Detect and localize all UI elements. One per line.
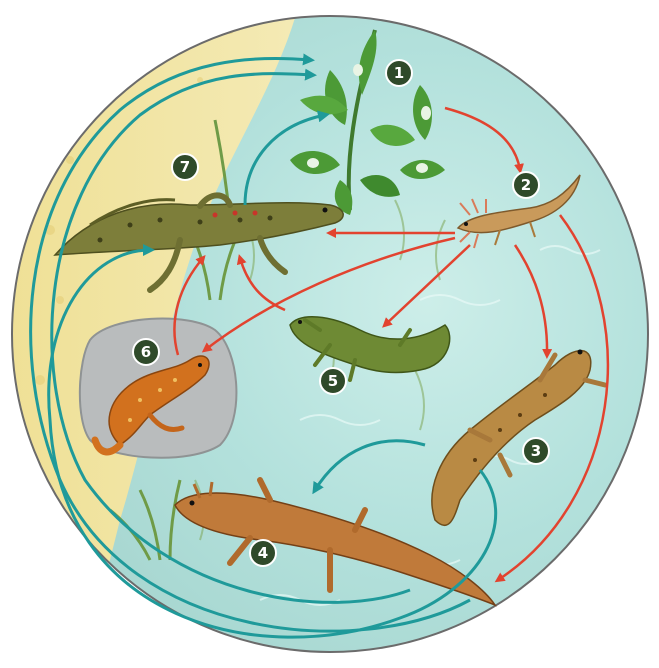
stage-badge-3: 3 bbox=[523, 438, 549, 464]
stage-label-5: 5 bbox=[328, 372, 338, 390]
stage-badge-7: 7 bbox=[172, 154, 198, 180]
stage-badge-6: 6 bbox=[133, 339, 159, 365]
stage-label-1: 1 bbox=[394, 64, 404, 82]
stage-badge-5: 5 bbox=[320, 368, 346, 394]
stage-label-6: 6 bbox=[141, 343, 151, 361]
stage-badge-2: 2 bbox=[513, 172, 539, 198]
stage-badge-4: 4 bbox=[250, 540, 276, 566]
stage-label-2: 2 bbox=[521, 176, 531, 194]
stage-badge-1: 1 bbox=[386, 60, 412, 86]
stage-label-4: 4 bbox=[258, 544, 268, 562]
stage-label-3: 3 bbox=[531, 442, 541, 460]
stage-label-7: 7 bbox=[180, 158, 190, 176]
